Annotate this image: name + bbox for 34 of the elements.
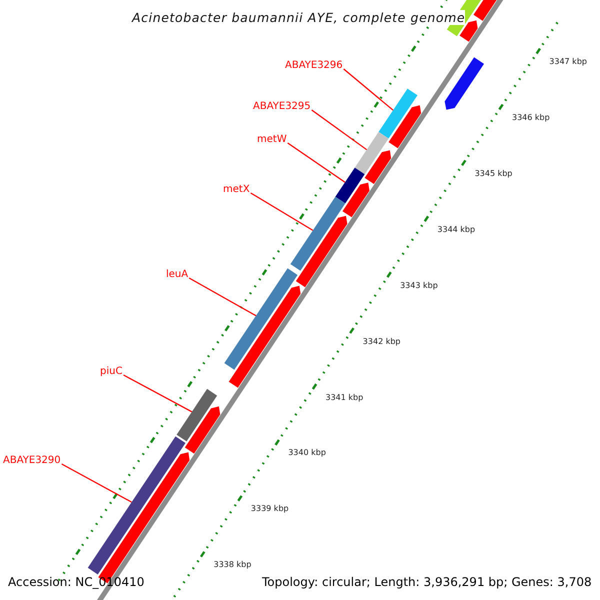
leader-line — [188, 277, 256, 316]
gene-label: ABAYE3295 — [253, 101, 311, 112]
genome-stats-text: Topology: circular; Length: 3,936,291 bp; Genes: 3,708 — [262, 575, 592, 589]
accession-text: Accession: NC_010410 — [8, 575, 144, 589]
tick-label: 3340 kbp — [288, 448, 326, 458]
tick-label: 3346 kbp — [512, 112, 550, 122]
leader-line — [287, 142, 346, 183]
gene-label: metX — [223, 184, 250, 195]
gene-block — [290, 196, 346, 271]
tick-label: 3342 kbp — [362, 336, 400, 346]
tick-label: 3338 kbp — [214, 560, 252, 570]
chart-title: Acinetobacter baumannii AYE, complete genome — [132, 10, 466, 25]
leader-line — [61, 463, 132, 503]
tick-label: 3345 kbp — [474, 168, 512, 178]
gene-label: ABAYE3296 — [285, 60, 343, 71]
gene-block — [224, 268, 298, 370]
tick-label: 3341 kbp — [326, 392, 364, 402]
tick-label: 3339 kbp — [250, 504, 289, 514]
tick-label: 3343 kbp — [400, 280, 438, 290]
gene-label: piuC — [100, 366, 122, 377]
gene-block — [335, 168, 365, 204]
leader-line — [250, 192, 314, 231]
gene-block — [354, 132, 389, 174]
tick-label: 3344 kbp — [437, 224, 476, 234]
leader-line — [311, 110, 368, 150]
tick-label: 3347 kbp — [549, 57, 587, 66]
gene-block — [88, 436, 186, 574]
gene-label: metW — [257, 134, 287, 145]
gene-label: leuA — [166, 269, 188, 280]
gene-block — [176, 388, 218, 442]
gene-block — [378, 88, 418, 138]
leader-line — [123, 374, 192, 412]
leader-line — [343, 68, 394, 111]
gene-label: ABAYE3290 — [3, 455, 61, 466]
